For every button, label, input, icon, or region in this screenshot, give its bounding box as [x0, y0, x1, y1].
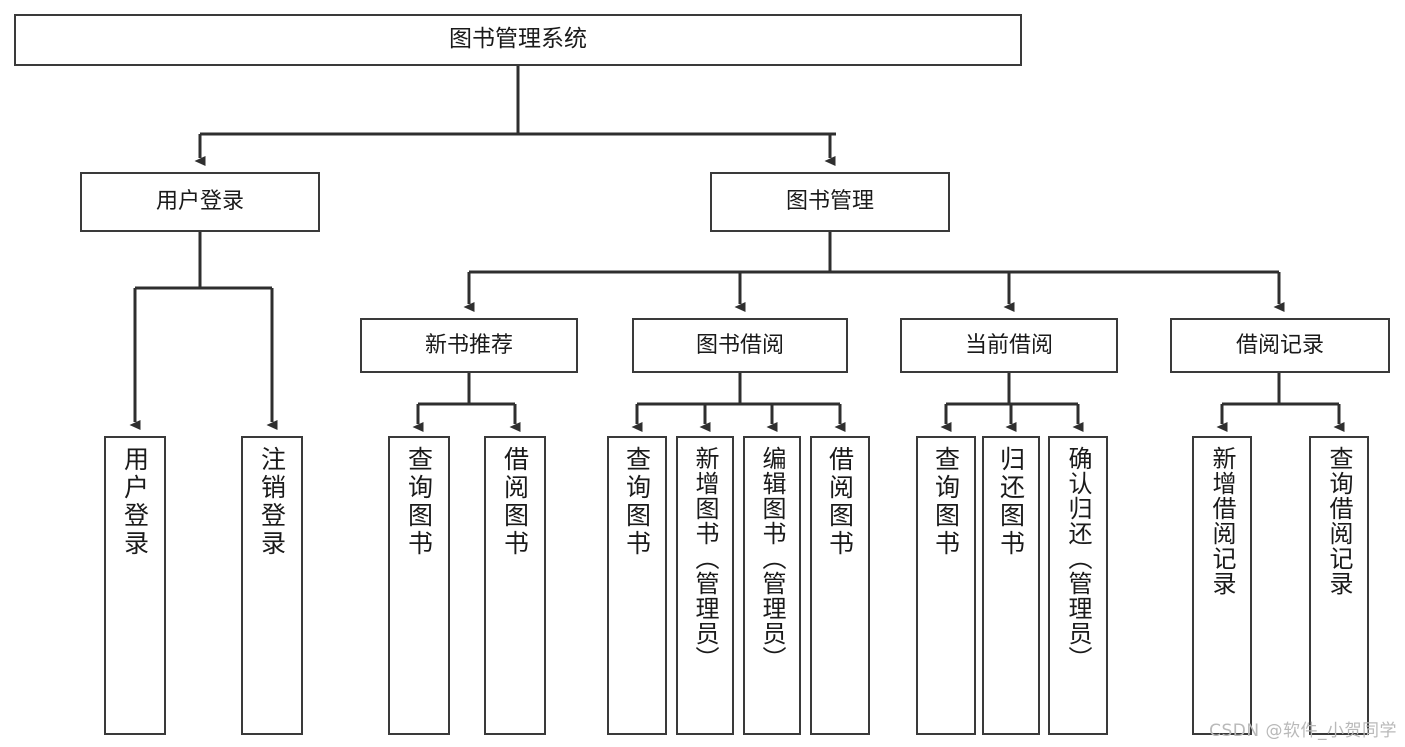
leaf-bb-borrow-book[interactable]: 借阅图书: [810, 436, 870, 735]
csdn-watermark: CSDN @软件_小贺同学: [1209, 721, 1397, 741]
leaf-bb-edit-book[interactable]: 编辑图书（管理员）: [743, 436, 801, 735]
node-current-borrow-label: 当前借阅: [964, 332, 1053, 358]
leaf-bb-query-book-label: 查询图书: [622, 446, 652, 558]
node-book-borrow-label: 图书借阅: [695, 332, 784, 358]
node-user-login[interactable]: 用户登录: [80, 172, 320, 232]
leaf-cb-confirm-return[interactable]: 确认归还（管理员）: [1048, 436, 1108, 735]
node-new-book-recommend[interactable]: 新书推荐: [360, 318, 578, 373]
node-book-manage-label: 图书管理: [785, 189, 874, 215]
node-current-borrow[interactable]: 当前借阅: [900, 318, 1118, 373]
node-root-label: 图书管理系统: [449, 26, 587, 53]
leaf-cb-return-book-label: 归还图书: [996, 446, 1026, 558]
leaf-nb-borrow-book[interactable]: 借阅图书: [484, 436, 546, 735]
leaf-cb-confirm-return-label: 确认归还（管理员）: [1064, 446, 1092, 671]
leaf-user-login-label: 用户登录: [120, 446, 150, 558]
node-user-login-label: 用户登录: [155, 189, 244, 215]
leaf-logout-label: 注销登录: [257, 446, 287, 558]
leaf-user-login[interactable]: 用户登录: [104, 436, 166, 735]
leaf-bb-query-book[interactable]: 查询图书: [607, 436, 667, 735]
leaf-bb-add-book-label: 新增图书（管理员）: [691, 446, 719, 671]
leaf-br-query-record-label: 查询借阅记录: [1325, 446, 1353, 596]
node-borrow-record-label: 借阅记录: [1235, 332, 1324, 358]
leaf-logout[interactable]: 注销登录: [241, 436, 303, 735]
leaf-bb-add-book[interactable]: 新增图书（管理员）: [676, 436, 734, 735]
leaf-cb-query-book-label: 查询图书: [931, 446, 961, 558]
leaf-bb-borrow-book-label: 借阅图书: [825, 446, 855, 558]
node-book-borrow[interactable]: 图书借阅: [632, 318, 848, 373]
leaf-nb-query-book[interactable]: 查询图书: [388, 436, 450, 735]
node-borrow-record[interactable]: 借阅记录: [1170, 318, 1390, 373]
node-new-book-recommend-label: 新书推荐: [424, 332, 513, 358]
leaf-br-add-record-label: 新增借阅记录: [1208, 446, 1236, 596]
leaf-cb-return-book[interactable]: 归还图书: [982, 436, 1040, 735]
leaf-nb-borrow-book-label: 借阅图书: [500, 446, 530, 558]
leaf-nb-query-book-label: 查询图书: [404, 446, 434, 558]
node-root[interactable]: 图书管理系统: [14, 14, 1022, 66]
node-book-manage[interactable]: 图书管理: [710, 172, 950, 232]
leaf-br-add-record[interactable]: 新增借阅记录: [1192, 436, 1252, 735]
leaf-br-query-record[interactable]: 查询借阅记录: [1309, 436, 1369, 735]
leaf-bb-edit-book-label: 编辑图书（管理员）: [758, 446, 786, 671]
leaf-cb-query-book[interactable]: 查询图书: [916, 436, 976, 735]
